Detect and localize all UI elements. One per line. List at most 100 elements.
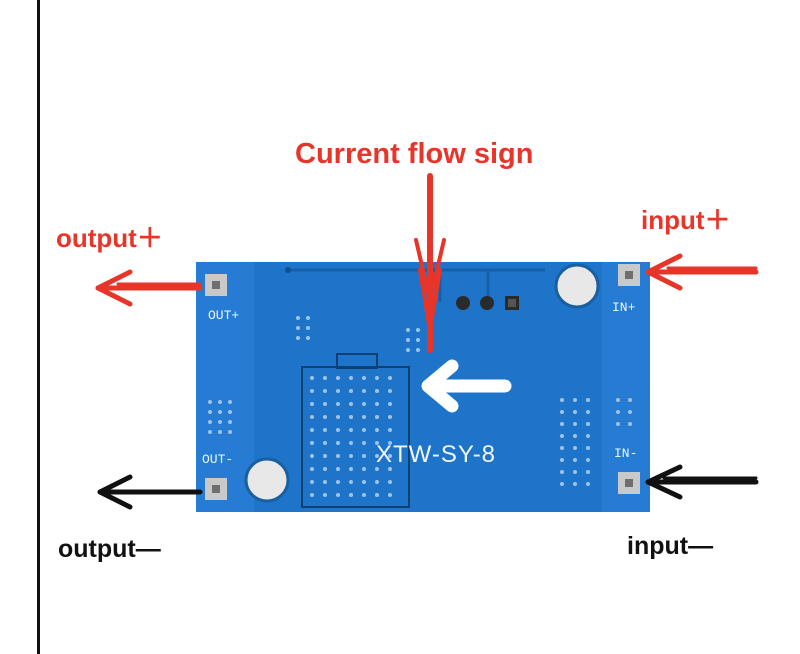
via <box>336 389 340 393</box>
via <box>296 316 300 320</box>
via <box>349 467 353 471</box>
via <box>628 410 632 414</box>
via <box>586 398 590 402</box>
via <box>306 316 310 320</box>
output-plus-arrow <box>95 269 203 307</box>
input-minus-arrow <box>645 464 759 500</box>
input-plus-arrow <box>645 253 759 291</box>
via <box>349 441 353 445</box>
via <box>416 328 420 332</box>
via <box>388 415 392 419</box>
via <box>573 398 577 402</box>
via <box>323 493 327 497</box>
via <box>336 493 340 497</box>
via <box>323 428 327 432</box>
silkscreen-out-minus: OUT- <box>202 452 234 467</box>
via <box>375 480 379 484</box>
via <box>336 428 340 432</box>
via <box>336 415 340 419</box>
via <box>310 402 314 406</box>
left-border <box>37 0 40 654</box>
via <box>362 402 366 406</box>
component-pad <box>508 299 516 307</box>
via <box>323 480 327 484</box>
via <box>388 480 392 484</box>
via <box>616 398 620 402</box>
via <box>323 441 327 445</box>
via <box>336 402 340 406</box>
via <box>323 415 327 419</box>
via <box>388 428 392 432</box>
via <box>362 376 366 380</box>
via <box>306 326 310 330</box>
via <box>349 454 353 458</box>
via <box>362 441 366 445</box>
current-flow-pointer <box>414 173 446 353</box>
via <box>310 454 314 458</box>
via <box>416 348 420 352</box>
mounting-hole-top-right <box>554 263 600 309</box>
board-model-label: XTW-SY-8 <box>376 441 497 468</box>
via <box>573 410 577 414</box>
input-plus-label: input＋ <box>641 205 731 235</box>
via <box>349 415 353 419</box>
via <box>560 458 564 462</box>
via <box>388 402 392 406</box>
via <box>310 467 314 471</box>
via <box>573 458 577 462</box>
silkscreen-out-plus: OUT+ <box>208 308 240 323</box>
via <box>616 410 620 414</box>
silkscreen-in-plus: IN+ <box>612 300 636 315</box>
via <box>228 430 232 434</box>
via <box>228 410 232 414</box>
via <box>310 376 314 380</box>
via <box>416 338 420 342</box>
via <box>388 376 392 380</box>
via <box>362 480 366 484</box>
via <box>323 467 327 471</box>
via <box>375 493 379 497</box>
via <box>296 336 300 340</box>
via <box>349 493 353 497</box>
via <box>323 376 327 380</box>
output-minus-label: output— <box>58 535 161 563</box>
via <box>560 434 564 438</box>
via <box>310 493 314 497</box>
input-minus-label: input— <box>627 532 714 560</box>
via <box>406 328 410 332</box>
via <box>586 410 590 414</box>
mounting-hole-bottom-left <box>244 457 290 503</box>
via <box>208 420 212 424</box>
via <box>616 422 620 426</box>
via <box>349 376 353 380</box>
via <box>218 420 222 424</box>
pad-out-minus-hole <box>212 485 220 493</box>
left-arrow-icon <box>421 359 512 413</box>
via <box>218 430 222 434</box>
via <box>573 434 577 438</box>
via <box>375 415 379 419</box>
via <box>310 480 314 484</box>
via <box>228 420 232 424</box>
via <box>375 376 379 380</box>
via <box>375 389 379 393</box>
via <box>406 348 410 352</box>
via <box>560 482 564 486</box>
via <box>375 402 379 406</box>
via <box>310 389 314 393</box>
via <box>560 410 564 414</box>
silkscreen-in-minus: IN- <box>614 446 638 461</box>
via <box>362 389 366 393</box>
via <box>362 415 366 419</box>
via <box>323 402 327 406</box>
via <box>323 454 327 458</box>
via <box>310 428 314 432</box>
via <box>375 428 379 432</box>
pad-out-plus-hole <box>212 281 220 289</box>
via <box>310 415 314 419</box>
via <box>336 441 340 445</box>
copper-pour-right <box>602 262 650 512</box>
via-grid <box>208 316 632 497</box>
via <box>388 467 392 471</box>
